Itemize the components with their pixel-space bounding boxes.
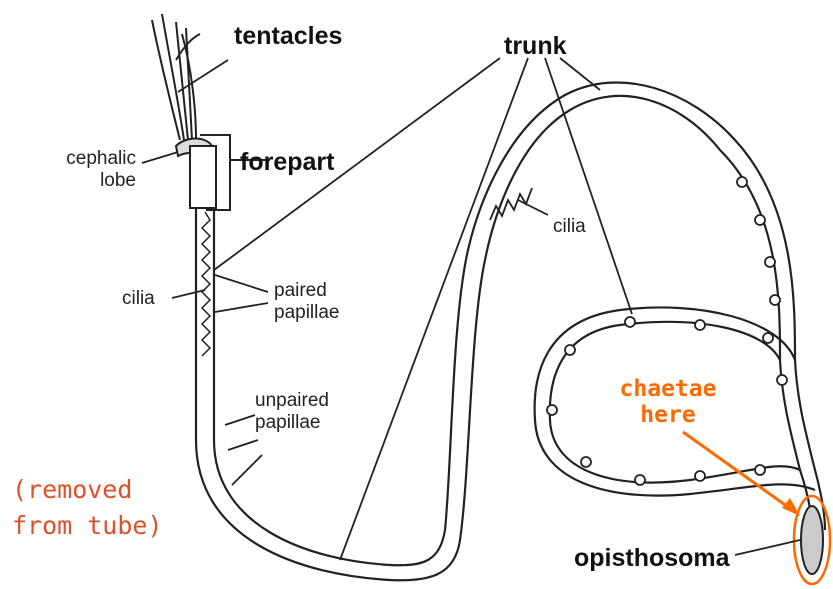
trunk-label: trunk bbox=[504, 32, 567, 61]
cilia-label-top: cilia bbox=[553, 216, 586, 238]
tentacles-label: tentacles bbox=[234, 22, 342, 51]
unpaired-papillae-label: unpaired papillae bbox=[255, 390, 329, 434]
cilia-zigzag-front bbox=[202, 212, 210, 356]
forepart-shape bbox=[190, 146, 216, 208]
cephalic-lobe-label: cephalic lobe bbox=[16, 148, 136, 192]
tentacles-drawing bbox=[152, 14, 200, 140]
opisthosoma-label: opisthosoma bbox=[574, 544, 730, 573]
cilia-label-left: cilia bbox=[122, 288, 155, 310]
chaetae-annotation: chaetae here bbox=[598, 376, 738, 429]
removed-from-tube-annotation: (removed from tube) bbox=[12, 472, 163, 545]
opisthosoma-shape bbox=[801, 506, 823, 574]
paired-papillae-label: paired papillae bbox=[274, 280, 340, 324]
forepart-label: forepart bbox=[240, 148, 334, 177]
